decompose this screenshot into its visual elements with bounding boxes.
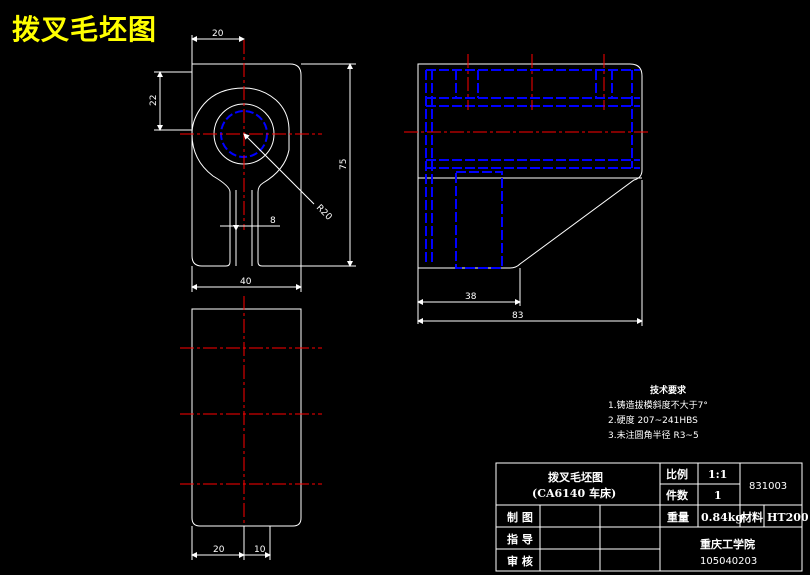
- student-id: 105040203: [700, 556, 757, 567]
- dim-38: 38: [465, 292, 477, 302]
- scale-label: 比例: [666, 467, 688, 481]
- tech-req-heading: 技术要求: [650, 384, 687, 396]
- dim-10-bottom: 10: [254, 545, 266, 555]
- guide-label: 指 导: [507, 532, 533, 546]
- dim-8: 8: [270, 216, 276, 226]
- drawing-number: 831003: [749, 481, 787, 492]
- dim-22: 22: [149, 95, 159, 106]
- dim-20-top: 20: [212, 29, 224, 39]
- tech-req-item: 1.铸造拔模斜度不大于7°: [608, 399, 708, 411]
- technical-requirements: 技术要求 1.铸造拔模斜度不大于7° 2.硬度 207~241HBS 3.未注圆…: [608, 384, 708, 441]
- top-view-outline: [191, 308, 302, 527]
- quantity-label: 件数: [666, 488, 689, 502]
- dim-r20: R20: [314, 203, 334, 223]
- dim-40: 40: [240, 277, 252, 287]
- review-label: 审 核: [507, 554, 533, 568]
- drawing-title: 拨叉毛坯图: [12, 13, 158, 46]
- weight-value: 0.84kg: [701, 511, 743, 524]
- front-view-outline: [191, 63, 302, 267]
- scale-value: 1:1: [708, 468, 727, 481]
- dim-83: 83: [512, 311, 523, 321]
- dim-20-bottom: 20: [213, 545, 225, 555]
- school-name: 重庆工学院: [700, 537, 755, 551]
- material-value: HT200: [767, 511, 809, 524]
- tech-req-item: 3.未注圆角半径 R3~5: [608, 429, 699, 441]
- part-name: 拨叉毛坯图: [548, 470, 603, 484]
- tech-req-item: 2.硬度 207~241HBS: [608, 414, 698, 426]
- quantity-value: 1: [714, 489, 722, 502]
- dim-75: 75: [339, 159, 349, 170]
- side-view: 38 83: [404, 54, 650, 326]
- top-view: 20 10: [180, 296, 322, 560]
- material-label: 材料: [741, 510, 763, 524]
- front-view: R20 20 22 75 8: [149, 29, 356, 292]
- weight-label: 重量: [667, 510, 689, 524]
- drawn-label: 制 图: [507, 510, 533, 524]
- side-view-outline: [417, 63, 643, 269]
- title-block: 拨叉毛坯图 (CA6140 车床) 比例 1:1 831003 件数 1 制 图…: [495, 462, 809, 572]
- part-subtitle: (CA6140 车床): [532, 486, 616, 500]
